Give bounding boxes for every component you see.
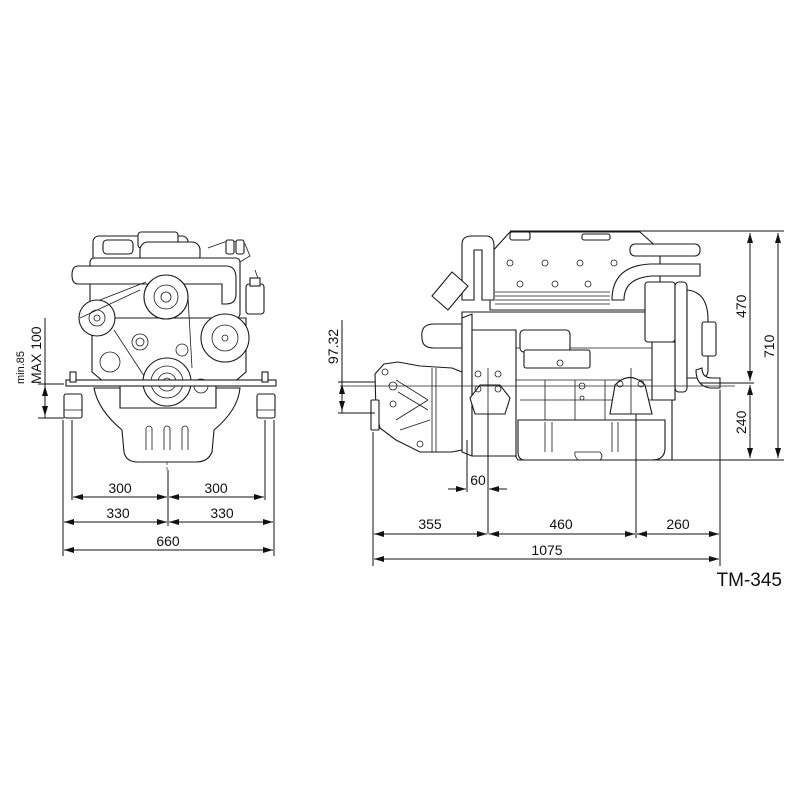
- mount-height-min-label: min.85: [15, 351, 27, 384]
- dim-inner-left: 300: [108, 480, 132, 496]
- front-width-dimensions: 300 300 330 330 660: [62, 420, 275, 556]
- dim-overall-height: 710: [761, 334, 777, 358]
- dim-outer-left: 330: [106, 505, 130, 521]
- dim-inner-right: 300: [204, 480, 228, 496]
- side-length-dimensions: 355 460 260 1075: [372, 390, 721, 566]
- mount-offset-dimension: 60: [448, 414, 507, 534]
- front-mount-height-dimension: min.85 MAX 100: [15, 318, 64, 419]
- rocker-bolts: [506, 259, 618, 288]
- front-view-engine: [63, 231, 277, 470]
- side-height-dimensions: 470 240 710: [510, 230, 784, 461]
- dim-overall-width: 660: [156, 533, 180, 549]
- dim-shaft-offset: 97.32: [325, 329, 341, 364]
- dim-mount-to-mount: 460: [549, 516, 573, 532]
- dim-upper-height: 470: [733, 294, 749, 318]
- dim-gearbox-to-mount: 355: [418, 516, 442, 532]
- shaft-offset-dimension: 97.32: [325, 320, 375, 414]
- dim-outer-right: 330: [210, 505, 234, 521]
- dim-mount-offset: 60: [470, 472, 486, 488]
- dim-rear-to-end: 260: [666, 516, 690, 532]
- model-code: TM-345: [716, 570, 782, 591]
- dim-overall-length: 1075: [531, 542, 562, 558]
- mount-height-max-label: MAX 100: [28, 326, 44, 384]
- side-view-engine: [340, 231, 735, 461]
- dim-lower-height: 240: [733, 410, 749, 434]
